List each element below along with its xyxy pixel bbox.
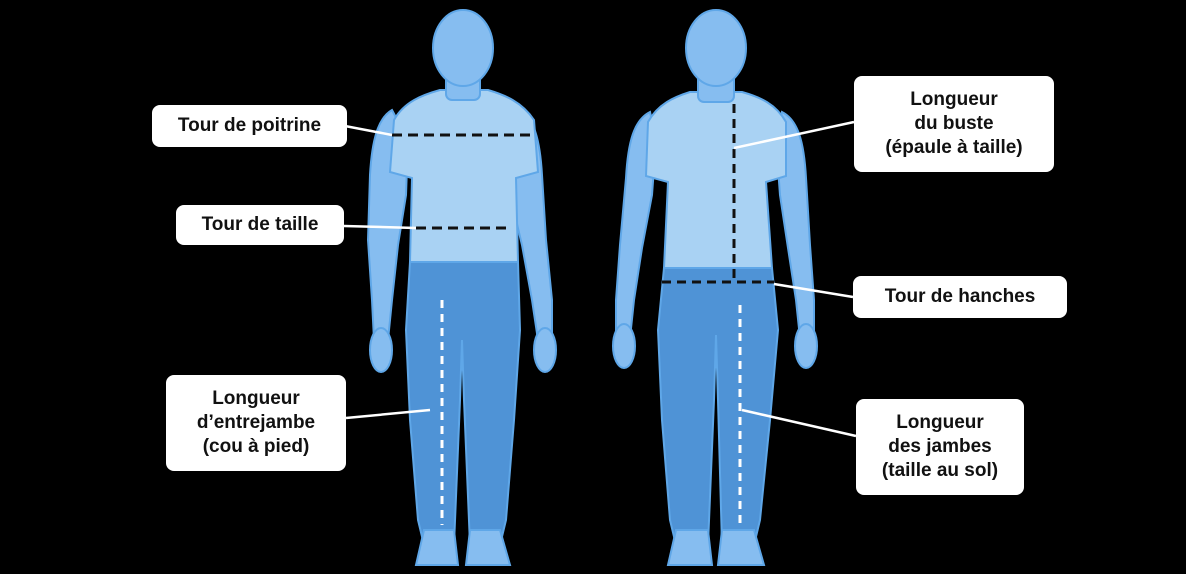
chest-label: Tour de poitrine: [152, 105, 347, 147]
back-right-foot: [716, 529, 766, 566]
back-length-leader-line: [733, 120, 855, 150]
front-figure: [366, 9, 557, 566]
waist-leader-line: [343, 224, 417, 230]
inseam-leader-line: [345, 408, 431, 420]
leg-length-label-line-1: Longueur: [896, 412, 984, 433]
waist-label-line: Tour de taille: [201, 214, 319, 235]
inseam-label: Longueur d’entrejambe (cou à pied): [166, 375, 346, 471]
hips-label-line: Tour de hanches: [884, 286, 1036, 307]
back-head: [685, 9, 747, 87]
back-torso: [644, 91, 787, 269]
chest-label-line: Tour de poitrine: [177, 115, 322, 136]
front-right-hand: [533, 327, 557, 373]
back-length-label-line-1: Longueur: [910, 89, 998, 110]
back-length-label-line-3: (épaule à taille): [885, 137, 1023, 158]
back-length-label: Longueur du buste (épaule à taille): [854, 76, 1054, 172]
waist-label: Tour de taille: [176, 205, 344, 245]
back-length-label-line-2: du buste: [914, 113, 994, 134]
inseam-label-line-2: d’entrejambe: [196, 412, 316, 433]
back-left-foot: [666, 529, 714, 566]
inseam-label-line-1: Longueur: [212, 388, 300, 409]
front-right-foot: [464, 529, 512, 566]
front-head: [432, 9, 494, 87]
back-left-hand: [612, 323, 636, 369]
back-right-hand: [794, 323, 818, 369]
leg-length-label-line-2: des jambes: [888, 436, 992, 457]
chest-leader-line: [344, 124, 393, 137]
back-legs: [656, 267, 780, 546]
back-figure: [612, 9, 818, 566]
hips-leader-line: [773, 282, 854, 299]
leg-length-label: Longueur des jambes (taille au sol): [856, 399, 1024, 495]
inseam-label-line-3: (cou à pied): [202, 436, 310, 457]
front-legs: [404, 261, 522, 546]
front-torso: [388, 89, 540, 263]
leader-lines: [343, 120, 857, 438]
front-left-foot: [414, 529, 460, 566]
front-left-hand: [369, 327, 393, 373]
leg-length-leader-line: [741, 408, 857, 438]
hips-label: Tour de hanches: [853, 276, 1067, 318]
leg-length-label-line-3: (taille au sol): [881, 460, 999, 481]
